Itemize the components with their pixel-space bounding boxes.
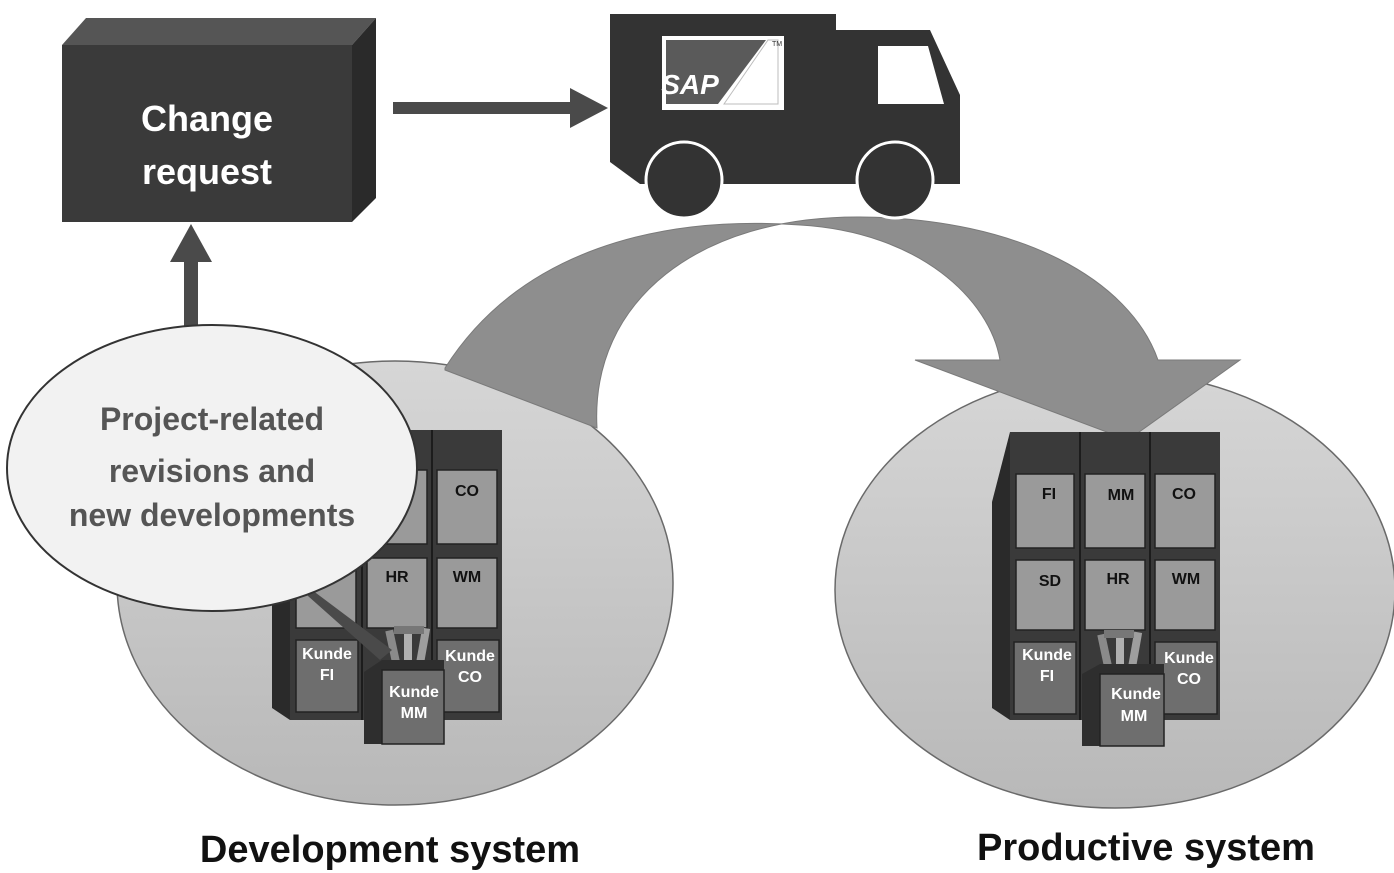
dev-drawer-r1c3: CO <box>455 483 479 500</box>
dev-kunde-fi-line1: Kunde <box>302 646 352 663</box>
transport-arrow <box>444 216 1242 441</box>
arrow-to-truck <box>393 88 608 128</box>
callout-line3: new developments <box>69 497 355 533</box>
dev-kunde-mm-line1: Kunde <box>389 684 439 701</box>
change-request-line1: Change <box>141 98 273 139</box>
prod-drawer-r2c3: WM <box>1172 571 1200 588</box>
dev-kunde-co-line2: CO <box>458 669 482 686</box>
dev-kunde-co-line1: Kunde <box>445 648 495 665</box>
prod-kunde-mm-line1: Kunde <box>1111 686 1161 703</box>
truck-icon: SAP TM <box>610 14 960 220</box>
prod-kunde-co-line1: Kunde <box>1164 650 1214 667</box>
change-request-box: Change request <box>62 18 376 222</box>
prod-drawer-r1c2: MM <box>1108 487 1135 504</box>
prod-drawer-r1c3: CO <box>1172 486 1196 503</box>
prod-kunde-fi-line2: FI <box>1040 668 1054 685</box>
development-system-label: Development system <box>200 829 580 871</box>
sap-logo: SAP TM <box>661 36 784 110</box>
callout-line2: revisions and <box>109 453 315 489</box>
prod-drawer-r2c2: HR <box>1106 571 1130 588</box>
prod-drawer-r2c1: SD <box>1039 573 1061 590</box>
dev-kunde-mm-line2: MM <box>401 705 428 722</box>
project-revisions-callout: Project-related revisions and new develo… <box>6 324 418 660</box>
prod-drawer-r1c1: FI <box>1042 486 1056 503</box>
prod-kunde-mm-line2: MM <box>1121 708 1148 725</box>
arrow-to-change-request <box>170 224 212 330</box>
sap-logo-text: SAP <box>661 69 719 100</box>
prod-kunde-fi-line1: Kunde <box>1022 647 1072 664</box>
change-request-line2: request <box>142 151 272 192</box>
sap-trademark: TM <box>772 41 782 48</box>
dev-drawer-r2c3: WM <box>453 569 481 586</box>
prod-kunde-co-line2: CO <box>1177 671 1201 688</box>
dev-kunde-fi-line2: FI <box>320 667 334 684</box>
productive-system-label: Productive system <box>977 827 1315 869</box>
productive-cabinet: FI MM CO SD HR WM Kunde FI Kunde CO Kund… <box>992 432 1220 747</box>
callout-line1: Project-related <box>100 401 324 437</box>
dev-drawer-r2c2: HR <box>385 569 409 586</box>
